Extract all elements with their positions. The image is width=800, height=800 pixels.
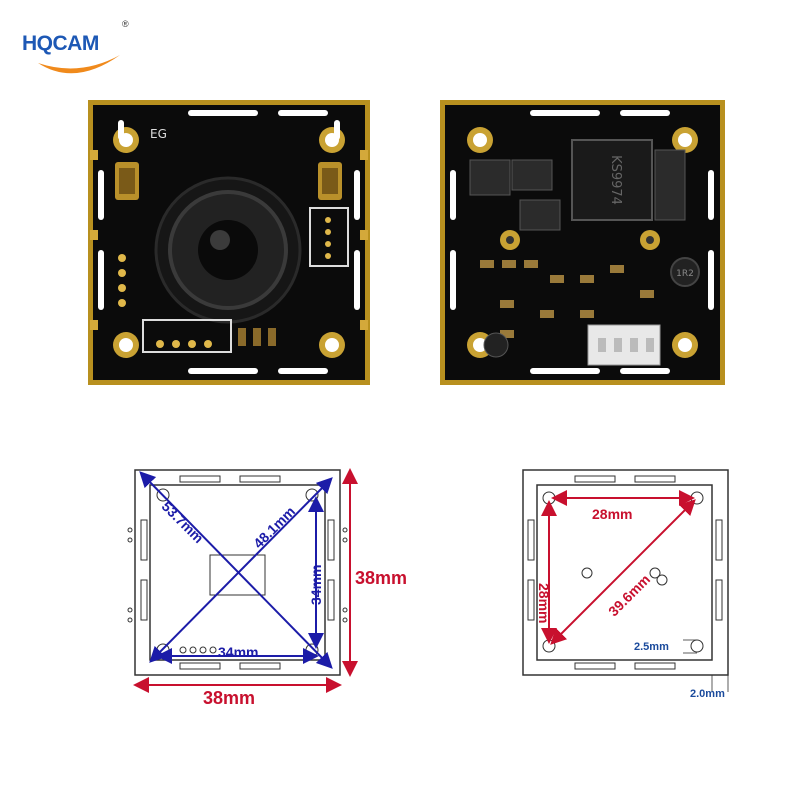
diagonal-line-2 xyxy=(149,477,333,663)
inductor xyxy=(670,257,700,287)
outer-height-label: 38mm xyxy=(355,568,408,588)
connector-pins-right xyxy=(309,207,349,267)
registered-mark: ® xyxy=(122,19,129,29)
side-pads xyxy=(90,150,368,330)
silkscreen-label: EG xyxy=(150,127,167,141)
edge-slots xyxy=(98,110,360,374)
hqcam-logo xyxy=(38,55,120,74)
outer-width-label: 38mm xyxy=(203,688,256,708)
camera-board-front: EG xyxy=(88,100,370,385)
bottom-header xyxy=(142,319,232,353)
triangle-top-label: 28mm xyxy=(592,506,633,522)
back-dimension-diagram xyxy=(522,469,729,692)
hole-diameter-label: 2.5mm xyxy=(634,641,669,653)
camera-board-back: KS9974 1R2 xyxy=(440,100,725,385)
edge-offset-label: 2.0mm xyxy=(690,688,725,700)
inner-horizontal-label: 34mm xyxy=(218,644,259,660)
inner-vertical-label: 34mm xyxy=(308,564,324,605)
triangle-left-label: 28mm xyxy=(536,583,552,624)
main-chip xyxy=(571,139,653,221)
brand-name: HQCAM xyxy=(22,32,99,55)
chip-label: KS9974 xyxy=(608,155,623,205)
pad-column xyxy=(118,254,126,307)
logo-swoosh xyxy=(38,55,120,74)
gold-edge xyxy=(88,100,370,385)
inductor-label: 1R2 xyxy=(676,269,694,279)
triangle-diagonal-line xyxy=(550,499,696,645)
front-dimension-diagram xyxy=(127,468,358,693)
mounting-holes xyxy=(467,127,698,358)
